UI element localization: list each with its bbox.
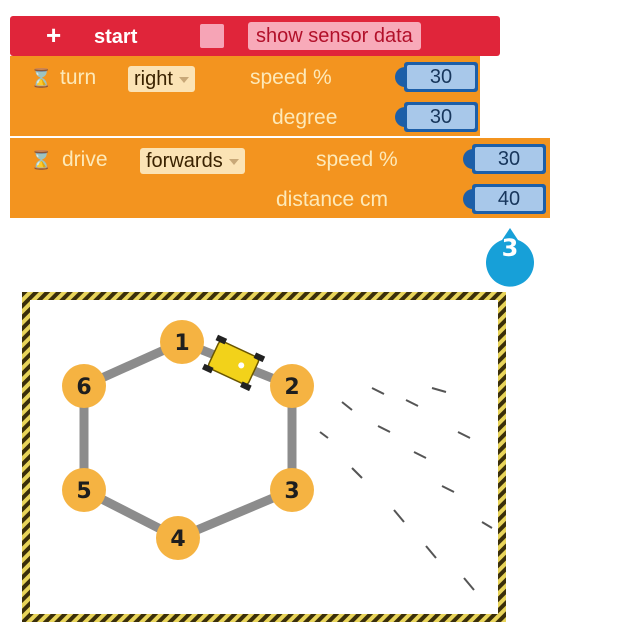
turn-degree-label: degree: [272, 106, 338, 129]
waypoint-node-2: 2: [270, 364, 314, 408]
drive-speed-input[interactable]: 30: [463, 144, 546, 174]
arena-floor: [30, 300, 498, 614]
turn-block[interactable]: ⌛ turn right speed % 30 degree 30: [10, 56, 480, 136]
waypoint-circle: [62, 468, 106, 512]
turn-speed-input[interactable]: 30: [395, 62, 478, 92]
drive-direction-dropdown[interactable]: forwards: [140, 148, 245, 174]
turn-degree-input[interactable]: 30: [395, 102, 478, 132]
add-icon[interactable]: +: [46, 20, 62, 50]
drive-keyword: drive: [62, 148, 108, 171]
waypoint-circle: [156, 516, 200, 560]
turn-keyword: turn: [60, 66, 97, 89]
drive-block[interactable]: ⌛ drive forwards speed % 30 distance cm …: [10, 138, 550, 218]
sensor-checkbox[interactable]: [200, 24, 224, 48]
waypoint-node-6: 6: [62, 364, 106, 408]
turn-direction-dropdown[interactable]: right: [128, 66, 195, 92]
drive-speed-value: 30: [475, 147, 543, 171]
waypoint-circle: [270, 364, 314, 408]
waypoint-label: 1: [174, 331, 189, 356]
robot-arena: 1 2 3 4 5 6: [22, 292, 506, 622]
turn-direction-value: right: [134, 68, 173, 90]
drive-distance-value: 40: [475, 187, 543, 211]
chevron-down-icon: [178, 76, 189, 83]
chevron-down-icon: [228, 158, 239, 165]
drive-speed-label: speed %: [316, 148, 398, 171]
waypoint-node-1: 1: [160, 320, 204, 364]
step-marker-label: 3: [501, 234, 519, 262]
waypoint-node-3: 3: [270, 468, 314, 512]
waypoint-nodes: 1 2 3 4 5 6: [62, 320, 314, 560]
waypoint-node-5: 5: [62, 468, 106, 512]
waypoint-label: 6: [76, 375, 91, 400]
turn-speed-label: speed %: [250, 66, 332, 89]
drive-direction-value: forwards: [146, 150, 223, 172]
waypoint-label: 3: [284, 479, 299, 504]
drive-distance-input[interactable]: 40: [463, 184, 546, 214]
waypoint-label: 4: [170, 527, 185, 552]
waypoint-node-4: 4: [156, 516, 200, 560]
turn-degree-value: 30: [407, 105, 475, 129]
start-label: start: [94, 26, 138, 48]
robot[interactable]: [201, 334, 266, 392]
waypoint-label: 5: [76, 479, 91, 504]
waypoint-circle: [160, 320, 204, 364]
step-marker-icon: [486, 228, 534, 287]
start-block[interactable]: + start show sensor data: [10, 16, 500, 56]
show-sensor-data-button[interactable]: show sensor data: [248, 22, 421, 50]
sensor-rays: [319, 387, 493, 591]
waypoint-label: 2: [284, 375, 299, 400]
drive-distance-label: distance cm: [276, 188, 389, 211]
waypoint-circle: [270, 468, 314, 512]
hourglass-icon: ⌛: [30, 150, 53, 170]
hourglass-icon: ⌛: [30, 68, 53, 88]
waypoint-circle: [62, 364, 106, 408]
turn-speed-value: 30: [407, 65, 475, 89]
